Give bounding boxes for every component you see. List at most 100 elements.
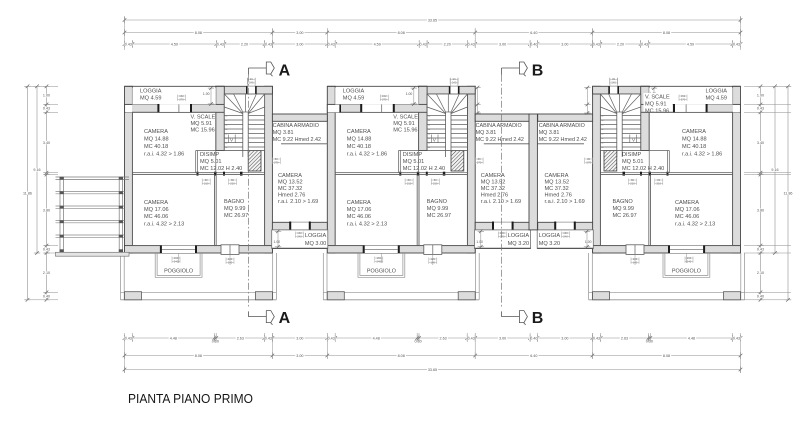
svg-text:0.43: 0.43 — [641, 42, 648, 46]
svg-text:LOGGIA: LOGGIA — [706, 89, 728, 95]
svg-text:1.00: 1.00 — [406, 92, 413, 96]
svg-text:MC 46.06: MC 46.06 — [347, 214, 371, 220]
svg-text:1.00: 1.00 — [476, 240, 483, 244]
svg-text:11.86: 11.86 — [23, 191, 32, 195]
svg-text:CABINA ARMADIO: CABINA ARMADIO — [273, 123, 319, 129]
svg-text:0.43: 0.43 — [328, 42, 335, 46]
svg-text:r.a.i. 2.10 > 1.69: r.a.i. 2.10 > 1.69 — [545, 199, 585, 205]
svg-text:MQ 14.88: MQ 14.88 — [347, 137, 372, 143]
svg-text:MC 37.32: MC 37.32 — [481, 186, 505, 192]
svg-text:2.63: 2.63 — [621, 336, 628, 340]
svg-text:CAMERA: CAMERA — [481, 173, 505, 179]
svg-text:BAGNO: BAGNO — [427, 199, 448, 205]
svg-text:MC 12.02 H 2.40: MC 12.02 H 2.40 — [622, 166, 664, 172]
svg-text:LOGGIA: LOGGIA — [508, 233, 530, 239]
svg-text:CAMERA: CAMERA — [675, 200, 699, 206]
svg-text:4.59: 4.59 — [171, 42, 178, 46]
svg-text:0.10: 0.10 — [415, 340, 422, 344]
svg-text:1.00: 1.00 — [274, 240, 281, 244]
svg-text:MQ 17.06: MQ 17.06 — [675, 207, 700, 213]
svg-text:MC 9.22 Hmed 2.42: MC 9.22 Hmed 2.42 — [539, 137, 587, 143]
svg-text:LOGGIA: LOGGIA — [140, 89, 162, 95]
svg-text:POGGIOLO: POGGIOLO — [367, 269, 396, 275]
svg-text:V. SCALE: V. SCALE — [191, 115, 216, 121]
svg-text:3.00: 3.00 — [561, 42, 568, 46]
svg-text:0.40: 0.40 — [530, 42, 537, 46]
svg-text:LOGGIA: LOGGIA — [539, 233, 561, 239]
svg-text:DISIMP: DISIMP — [622, 152, 642, 158]
svg-text:MC 26.97: MC 26.97 — [613, 213, 637, 219]
svg-text:3.00: 3.00 — [561, 336, 568, 340]
svg-text:4.48: 4.48 — [688, 336, 695, 340]
svg-text:MQ 5.91: MQ 5.91 — [191, 121, 212, 127]
svg-text:0.43: 0.43 — [468, 336, 475, 340]
svg-text:0.43: 0.43 — [217, 42, 224, 46]
svg-text:0.43: 0.43 — [328, 336, 335, 340]
svg-text:MC 9.22 Hmed 2.42: MC 9.22 Hmed 2.42 — [476, 137, 524, 143]
svg-text:3.40: 3.40 — [43, 141, 50, 145]
svg-text:MQ 5.01: MQ 5.01 — [403, 159, 424, 165]
svg-text:0.40: 0.40 — [530, 336, 537, 340]
svg-text:MC 9.22 Hmed 2.42: MC 9.22 Hmed 2.42 — [273, 137, 321, 143]
svg-text:9.16: 9.16 — [33, 168, 40, 172]
svg-text:MQ 9.99: MQ 9.99 — [613, 206, 634, 212]
svg-text:MQ 13.52: MQ 13.52 — [545, 180, 570, 186]
svg-text:4.48: 4.48 — [170, 336, 177, 340]
svg-text:4.59: 4.59 — [687, 42, 694, 46]
svg-text:MQ 9.99: MQ 9.99 — [224, 206, 245, 212]
svg-text:11.86: 11.86 — [784, 191, 793, 195]
svg-text:r.a.i. 2.10 > 1.69: r.a.i. 2.10 > 1.69 — [481, 199, 521, 205]
svg-text:r.a.i. 2.10 > 1.69: r.a.i. 2.10 > 1.69 — [278, 199, 318, 205]
svg-text:MQ 3.00: MQ 3.00 — [305, 241, 326, 247]
svg-text:DISIMP: DISIMP — [200, 152, 220, 158]
svg-text:0.43: 0.43 — [757, 248, 764, 252]
svg-text:4.48: 4.48 — [373, 336, 380, 340]
svg-text:2.63: 2.63 — [237, 336, 244, 340]
svg-text:MQ 17.06: MQ 17.06 — [144, 207, 169, 213]
svg-text:2.20: 2.20 — [617, 42, 624, 46]
svg-text:r.a.i. 4.32 > 2.13: r.a.i. 4.32 > 2.13 — [347, 222, 387, 228]
svg-text:MQ 3.81: MQ 3.81 — [476, 130, 497, 136]
svg-text:r.a.i. 4.32 > 1.86: r.a.i. 4.32 > 1.86 — [144, 152, 184, 158]
svg-text:MC 46.06: MC 46.06 — [675, 214, 699, 220]
svg-text:3.80: 3.80 — [43, 208, 50, 212]
svg-text:0.43: 0.43 — [593, 42, 600, 46]
svg-text:Hmed 2.76: Hmed 2.76 — [278, 193, 305, 199]
svg-text:A: A — [279, 310, 291, 327]
svg-text:2.63: 2.63 — [440, 336, 447, 340]
svg-text:MQ 3.81: MQ 3.81 — [539, 130, 560, 136]
svg-text:BAGNO: BAGNO — [613, 199, 634, 205]
svg-text:6.40: 6.40 — [530, 31, 537, 35]
svg-text:V: V — [230, 138, 234, 143]
svg-text:A: A — [279, 63, 291, 80]
svg-text:B: B — [532, 63, 544, 80]
svg-text:3.80: 3.80 — [757, 208, 764, 212]
svg-text:CAMERA: CAMERA — [144, 200, 168, 206]
svg-text:MQ 5.91: MQ 5.91 — [393, 121, 414, 127]
svg-text:0.43: 0.43 — [593, 336, 600, 340]
svg-text:MC 15.96: MC 15.96 — [645, 109, 669, 115]
svg-text:MC 26.97: MC 26.97 — [224, 213, 248, 219]
svg-text:CAMERA: CAMERA — [545, 173, 569, 179]
svg-text:r.a.i. 4.32 > 1.86: r.a.i. 4.32 > 1.86 — [347, 152, 387, 158]
svg-text:0.43: 0.43 — [733, 42, 740, 46]
svg-text:CAMERA: CAMERA — [347, 200, 371, 206]
svg-text:MQ 3.20: MQ 3.20 — [508, 241, 529, 247]
svg-text:DISIMP: DISIMP — [403, 152, 423, 158]
svg-text:Hmed 2.76: Hmed 2.76 — [545, 193, 572, 199]
svg-text:2.10: 2.10 — [757, 271, 764, 275]
svg-text:MQ 5.01: MQ 5.01 — [200, 159, 221, 165]
svg-text:8.08: 8.08 — [195, 354, 202, 358]
svg-text:MQ 5.91: MQ 5.91 — [645, 102, 666, 108]
svg-text:V: V — [433, 138, 437, 143]
svg-text:V: V — [632, 138, 636, 143]
svg-text:MQ 3.81: MQ 3.81 — [273, 130, 294, 136]
svg-text:CAMERA: CAMERA — [144, 129, 168, 135]
svg-text:3.00: 3.00 — [296, 354, 303, 358]
svg-text:MC 40.18: MC 40.18 — [682, 144, 706, 150]
svg-text:MC 37.32: MC 37.32 — [278, 186, 302, 192]
svg-text:V. SCALE: V. SCALE — [393, 115, 418, 121]
svg-text:8.08: 8.08 — [398, 31, 405, 35]
svg-text:BAGNO: BAGNO — [224, 199, 245, 205]
svg-text:0.43: 0.43 — [125, 42, 132, 46]
